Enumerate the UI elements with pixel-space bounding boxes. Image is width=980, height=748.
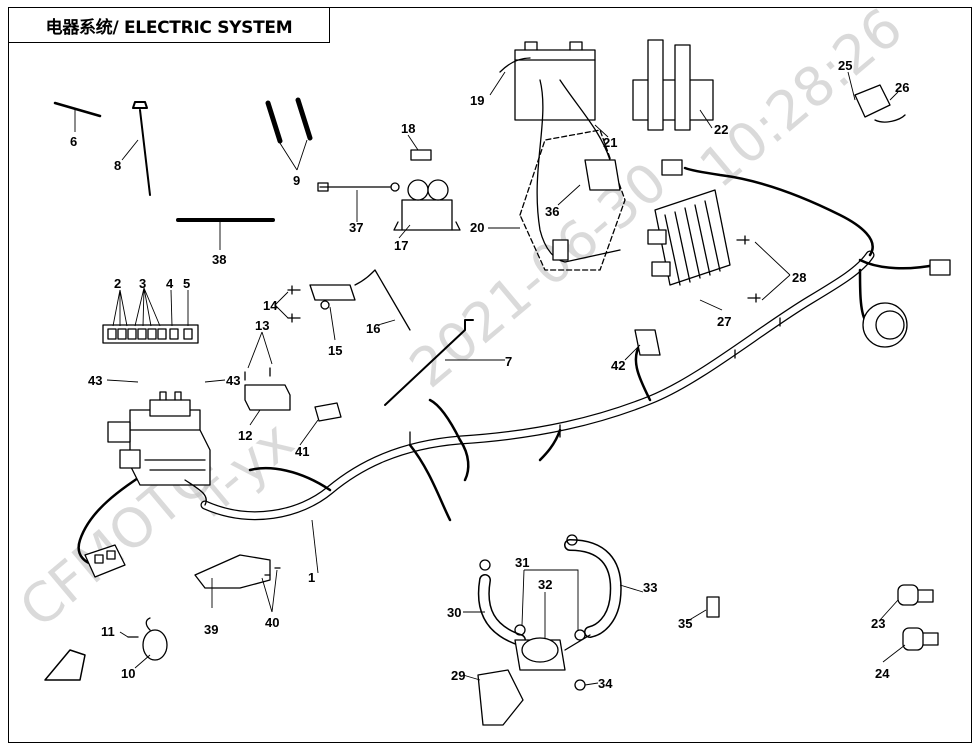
callout-21: 21 (603, 135, 617, 150)
ground-wire (317, 182, 400, 192)
callout-11: 11 (101, 624, 115, 639)
callout-25: 25 (838, 58, 852, 73)
screw-28b (747, 293, 761, 303)
callout-30: 30 (447, 605, 461, 620)
switch-23 (897, 584, 934, 606)
callout-19: 19 (470, 93, 484, 108)
small-relay (314, 402, 342, 422)
callout-40: 40 (265, 615, 279, 630)
relay-module (244, 367, 291, 411)
bracket-outline (519, 129, 626, 271)
callout-39: 39 (204, 622, 218, 637)
horn (127, 617, 168, 661)
callout-26: 26 (895, 80, 909, 95)
callout-43b: 43 (226, 373, 240, 388)
callout-41: 41 (295, 444, 309, 459)
wire-7 (384, 319, 474, 406)
bracket (194, 554, 271, 589)
battery (499, 41, 596, 121)
callout-4: 4 (166, 276, 174, 291)
connector-42 (634, 329, 661, 356)
callout-31: 31 (515, 555, 529, 570)
speed-sensor (309, 269, 411, 331)
callout-20: 20 (470, 220, 484, 235)
cable-tie (53, 101, 102, 118)
main-wiring-harness (77, 166, 937, 567)
callout-13: 13 (255, 318, 269, 333)
leader-lines (74, 71, 906, 686)
callout-9: 9 (293, 173, 300, 188)
callout-43a: 43 (88, 373, 102, 388)
callouts: 6 8 9 38 37 17 18 2 3 4 5 43 43 13 12 14… (70, 58, 909, 691)
connector-top (661, 159, 683, 176)
callout-2: 2 (114, 276, 121, 291)
callout-23: 23 (871, 616, 885, 631)
callout-27: 27 (717, 314, 731, 329)
battery-holder (632, 39, 714, 131)
callout-29: 29 (451, 668, 465, 683)
callout-37: 37 (349, 220, 363, 235)
callout-14: 14 (263, 298, 278, 313)
harness-connector-left (84, 544, 126, 578)
callout-36: 36 (545, 204, 559, 219)
screw-pair (287, 285, 301, 323)
screw-28a (736, 235, 750, 245)
callout-6: 6 (70, 134, 77, 149)
callout-42: 42 (611, 358, 625, 373)
cable-ties-pair (265, 97, 313, 144)
starter-relay (393, 179, 461, 231)
callout-12: 12 (238, 428, 252, 443)
callout-3: 3 (139, 276, 146, 291)
callout-5: 5 (183, 276, 190, 291)
voltage-regulator (647, 189, 731, 286)
callout-7: 7 (505, 354, 512, 369)
sensor-26 (854, 84, 906, 123)
connector-right (929, 259, 951, 276)
callout-1: 1 (308, 570, 315, 585)
harness-clamp (132, 101, 151, 196)
callout-16: 16 (366, 321, 380, 336)
callout-22: 22 (714, 122, 728, 137)
callout-15: 15 (328, 343, 342, 358)
callout-24: 24 (875, 666, 890, 681)
relay-36 (584, 159, 621, 191)
battery-cable-2 (559, 79, 611, 161)
harness-cap (862, 302, 908, 348)
callout-28: 28 (792, 270, 806, 285)
callout-38: 38 (212, 252, 226, 267)
callout-18: 18 (401, 121, 415, 136)
pump-assembly (477, 534, 622, 726)
front-arrow-icon (44, 649, 86, 681)
callout-34: 34 (598, 676, 613, 691)
callout-33: 33 (643, 580, 657, 595)
diagram-title: 电器系统/ ELECTRIC SYSTEM (8, 7, 330, 43)
callout-32: 32 (538, 577, 552, 592)
callout-10: 10 (121, 666, 135, 681)
fuse-set (102, 324, 199, 344)
battery-connector (552, 239, 569, 261)
callout-35: 35 (678, 616, 692, 631)
diagram-frame (8, 7, 972, 743)
callout-17: 17 (394, 238, 408, 253)
part-35 (706, 596, 720, 618)
fuse-box (107, 391, 211, 506)
relay-fuse (410, 149, 432, 161)
callout-8: 8 (114, 158, 121, 173)
screws-40 (264, 567, 281, 576)
switch-24 (902, 627, 939, 651)
